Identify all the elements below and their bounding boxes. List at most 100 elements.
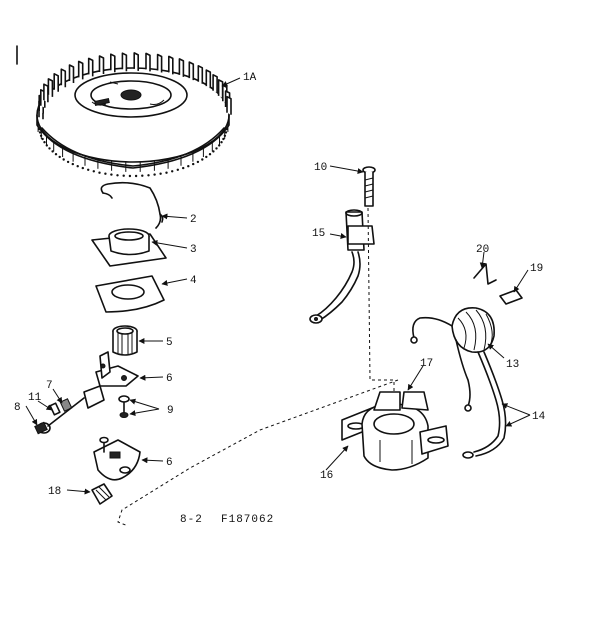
label-2: 2 (190, 214, 197, 226)
flywheel-fin (53, 73, 59, 92)
label-14: 14 (532, 411, 546, 423)
insulator-washers-part (34, 397, 85, 435)
flywheel-tooth (122, 174, 125, 177)
cam-sleeve-part (112, 325, 138, 356)
flywheel-tooth (54, 153, 58, 156)
callout-leaders (25, 77, 531, 495)
flywheel-tooth (66, 160, 70, 164)
flywheel-tooth (62, 158, 65, 161)
bolt-part (362, 166, 376, 207)
label-3: 3 (190, 244, 197, 256)
breaker-bracket-part (93, 436, 141, 481)
flywheel-tooth (110, 173, 113, 176)
wire-clip-part (473, 263, 497, 285)
flywheel-tooth (205, 155, 208, 159)
flywheel-tooth (165, 171, 168, 174)
flywheel-tooth (38, 131, 42, 134)
flywheel-tooth (224, 131, 228, 134)
flywheel-tooth (39, 134, 43, 137)
label-6-lower: 6 (166, 457, 173, 469)
flywheel-tooth (215, 147, 218, 150)
flywheel-fin (178, 58, 185, 77)
flywheel-tooth (218, 144, 221, 147)
flywheel-fin (168, 55, 174, 75)
flywheel-tooth (153, 173, 156, 176)
flywheel-fin (110, 53, 116, 73)
flywheel-tooth (223, 134, 227, 137)
mounting-bracket-part (341, 391, 449, 471)
label-10: 10 (314, 162, 327, 174)
breaker-arm-part (83, 351, 139, 409)
spring-clip-part (100, 181, 164, 229)
flywheel-tooth (134, 174, 138, 178)
ground-tab-part (499, 289, 523, 305)
flywheel-tooth (201, 158, 204, 161)
flywheel-part (36, 52, 232, 178)
label-9: 9 (167, 405, 174, 417)
flywheel-tooth (147, 174, 150, 177)
flywheel-tooth (38, 127, 41, 131)
flywheel-fin (133, 52, 139, 71)
flywheel-fin (145, 52, 151, 72)
label-16: 16 (320, 470, 333, 482)
flywheel-tooth (128, 174, 132, 178)
flywheel-tooth (171, 170, 174, 173)
flywheel-tooth (182, 166, 185, 170)
flywheel-tooth (45, 144, 48, 147)
part-labels: 1A 2 3 4 5 6 6 7 8 9 10 11 13 14 15 16 1… (14, 72, 546, 498)
flywheel-tooth (222, 137, 225, 141)
condenser-part (91, 483, 113, 505)
flywheel-tooth (116, 174, 119, 177)
label-1A: 1A (243, 72, 257, 84)
flywheel-tooth (208, 153, 212, 156)
flywheel-tooth (81, 166, 85, 170)
flywheel-fin (68, 64, 75, 83)
label-20: 20 (476, 244, 489, 256)
flywheel-fin (226, 95, 232, 115)
flywheel-tooth (192, 162, 195, 166)
label-19: 19 (530, 263, 543, 275)
flywheel-fin (156, 53, 163, 73)
flywheel-fin (188, 61, 195, 81)
label-7: 7 (46, 380, 53, 392)
flywheel-tooth (43, 141, 46, 144)
flywheel-tooth (141, 174, 144, 177)
label-17: 17 (420, 358, 433, 370)
coil-leads-part (462, 351, 507, 459)
flywheel-fin (98, 55, 105, 74)
plate-part (95, 275, 165, 313)
label-6-upper: 6 (166, 373, 173, 385)
flywheel-tooth (187, 165, 190, 168)
flywheel-tooth (159, 172, 162, 175)
ground-wire-dashed (117, 207, 399, 527)
page-reference: 8-2 (180, 514, 203, 526)
flywheel-fin (121, 52, 128, 72)
figure-code: F187062 (221, 514, 274, 526)
flywheel-tooth (87, 168, 90, 171)
flywheel-tooth (220, 141, 223, 144)
label-4: 4 (190, 275, 197, 287)
flywheel-fin (43, 83, 49, 103)
label-13: 13 (506, 359, 519, 371)
flywheel-tooth (48, 147, 51, 150)
flywheel-fin (87, 57, 94, 77)
flywheel-tooth (76, 165, 79, 168)
label-5: 5 (166, 337, 173, 349)
flywheel-fin (77, 60, 84, 80)
spark-plug-lead-part (309, 209, 375, 324)
flywheel-fin (60, 68, 67, 88)
flywheel-tooth (41, 137, 44, 141)
flywheel-tooth (225, 127, 228, 131)
flywheel-tooth (98, 171, 101, 174)
label-11: 11 (28, 392, 42, 404)
flywheel-fin (212, 74, 218, 93)
screws-part (118, 395, 130, 418)
label-18: 18 (48, 486, 61, 498)
flywheel-tooth (196, 160, 200, 164)
flywheel-tooth (51, 150, 54, 153)
flywheel-tooth (212, 150, 215, 153)
label-8: 8 (14, 402, 21, 414)
flywheel-tooth (92, 170, 96, 173)
flywheel-fin (205, 69, 212, 89)
